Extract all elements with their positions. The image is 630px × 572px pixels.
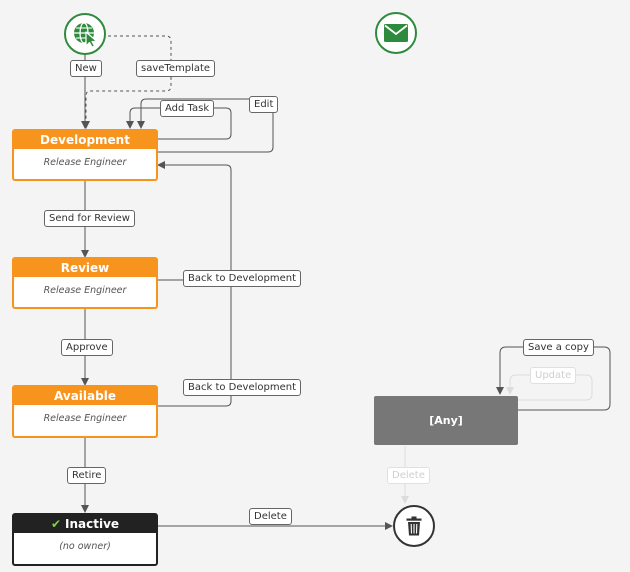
- connector-add-task: [126, 107, 232, 140]
- state-inactive[interactable]: ✔Inactive (no owner): [12, 513, 158, 566]
- state-owner: Release Engineer: [43, 285, 127, 296]
- transition-back-to-development-2[interactable]: Back to Development: [183, 379, 301, 396]
- state-title: Inactive: [65, 517, 120, 531]
- start-node[interactable]: [64, 13, 106, 55]
- state-title: Development: [14, 131, 156, 149]
- connector-back-to-development-2: [158, 285, 232, 407]
- state-any[interactable]: [Any]: [374, 396, 518, 445]
- transition-send-for-review[interactable]: Send for Review: [44, 210, 135, 227]
- state-title: [Any]: [429, 414, 463, 427]
- connector-save-template: [82, 35, 172, 129]
- trash-icon: [406, 516, 422, 536]
- connector-save-a-copy: [496, 346, 611, 411]
- transition-new[interactable]: New: [70, 60, 102, 77]
- email-node[interactable]: [375, 12, 417, 54]
- transition-edit[interactable]: Edit: [249, 96, 279, 113]
- transition-update[interactable]: Update: [530, 367, 577, 384]
- transition-delete-disabled[interactable]: Delete: [387, 467, 430, 484]
- connector-update: [506, 374, 593, 401]
- state-header: ✔Inactive: [14, 515, 156, 533]
- transition-save-a-copy[interactable]: Save a copy: [523, 339, 594, 356]
- end-node[interactable]: [393, 505, 435, 547]
- transition-retire[interactable]: Retire: [67, 467, 107, 484]
- checkmark-icon: ✔: [50, 517, 62, 531]
- connector-back-to-development-1: [157, 161, 232, 281]
- state-development[interactable]: Development Release Engineer: [12, 129, 158, 181]
- envelope-icon: [384, 24, 408, 42]
- transition-back-to-development-1[interactable]: Back to Development: [183, 270, 301, 287]
- transition-add-task[interactable]: Add Task: [160, 100, 215, 117]
- state-owner: Release Engineer: [43, 157, 127, 168]
- state-review[interactable]: Review Release Engineer: [12, 257, 158, 309]
- state-title: Available: [14, 387, 156, 405]
- web-cursor-icon: [74, 22, 98, 47]
- state-owner: Release Engineer: [43, 413, 127, 424]
- transition-save-template[interactable]: saveTemplate: [136, 60, 216, 77]
- state-available[interactable]: Available Release Engineer: [12, 385, 158, 438]
- transition-delete[interactable]: Delete: [249, 508, 292, 525]
- state-owner: (no owner): [59, 541, 111, 552]
- state-title: Review: [14, 259, 156, 277]
- transition-approve[interactable]: Approve: [61, 339, 113, 356]
